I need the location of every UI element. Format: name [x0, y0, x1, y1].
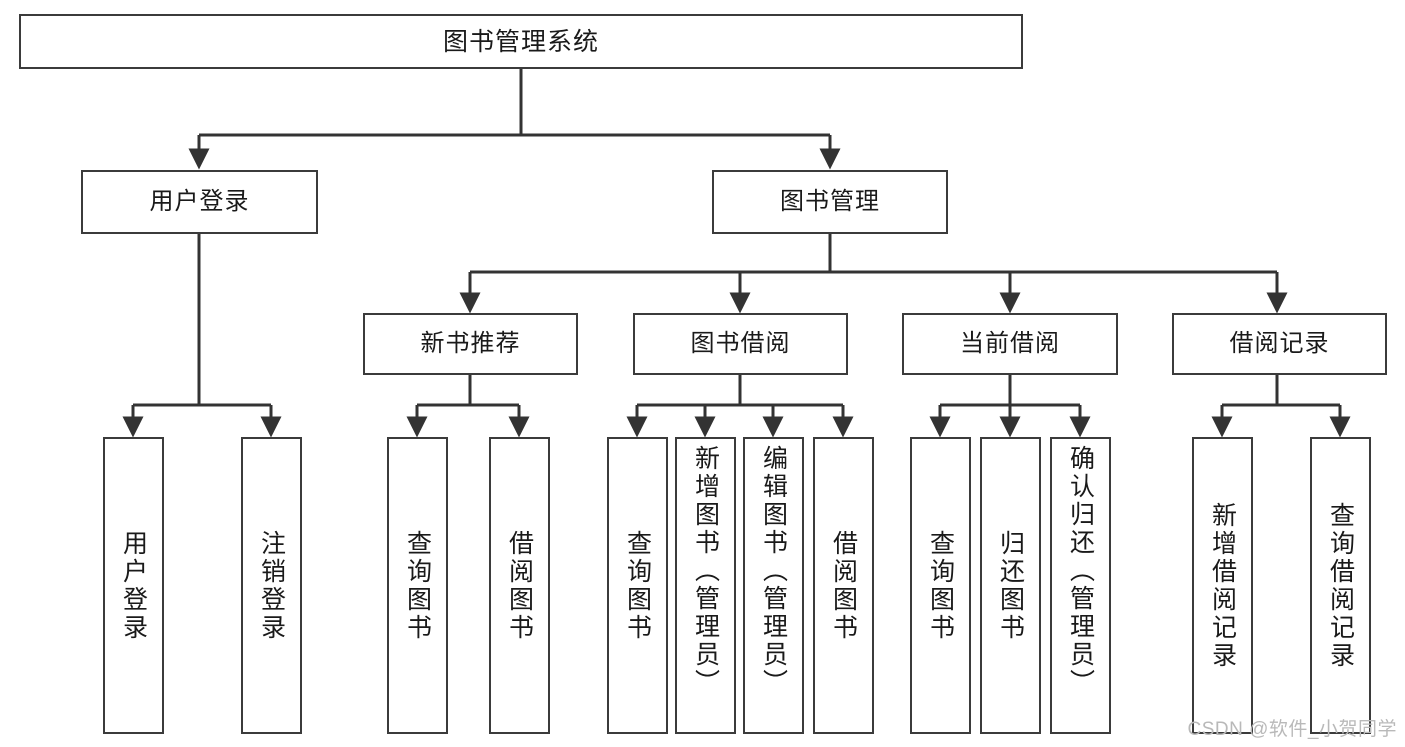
leaf-current-borrow-confirm[interactable]: 确认归还（管理员）: [1050, 437, 1111, 734]
leaf-new-book-borrow[interactable]: 借阅图书: [489, 437, 550, 734]
leaf-label: 借阅图书: [829, 529, 858, 642]
leaf-label: 查询图书: [623, 529, 652, 642]
leaf-label: 新增借阅记录: [1208, 501, 1237, 670]
leaf-user-login-logout[interactable]: 注销登录: [241, 437, 302, 734]
node-user-login[interactable]: 用户登录: [81, 170, 318, 234]
leaf-book-borrow-edit[interactable]: 编辑图书（管理员）: [743, 437, 804, 734]
leaf-label: 用户登录: [119, 529, 148, 642]
leaf-label: 编辑图书（管理员）: [759, 445, 788, 697]
leaf-current-borrow-query[interactable]: 查询图书: [910, 437, 971, 734]
watermark-text: CSDN @软件_小贺同学: [1187, 719, 1397, 740]
leaf-book-borrow-query[interactable]: 查询图书: [607, 437, 668, 734]
leaf-current-borrow-return[interactable]: 归还图书: [980, 437, 1041, 734]
leaf-label: 新增图书（管理员）: [691, 445, 720, 697]
leaf-borrow-record-add[interactable]: 新增借阅记录: [1192, 437, 1253, 734]
leaf-borrow-record-query[interactable]: 查询借阅记录: [1310, 437, 1371, 734]
leaf-label: 借阅图书: [505, 529, 534, 642]
node-new-book-recommend[interactable]: 新书推荐: [363, 313, 578, 375]
leaf-label: 查询图书: [403, 529, 432, 642]
leaf-new-book-query[interactable]: 查询图书: [387, 437, 448, 734]
leaf-label: 归还图书: [996, 529, 1025, 642]
leaf-label: 确认归还（管理员）: [1066, 445, 1095, 697]
leaf-label: 注销登录: [257, 529, 286, 642]
node-current-borrow[interactable]: 当前借阅: [902, 313, 1118, 375]
node-root-system[interactable]: 图书管理系统: [19, 14, 1023, 69]
leaf-label: 查询图书: [926, 529, 955, 642]
node-book-borrow[interactable]: 图书借阅: [633, 313, 848, 375]
node-book-management[interactable]: 图书管理: [712, 170, 948, 234]
leaf-user-login-login[interactable]: 用户登录: [103, 437, 164, 734]
node-borrow-record[interactable]: 借阅记录: [1172, 313, 1387, 375]
leaf-book-borrow-borrow[interactable]: 借阅图书: [813, 437, 874, 734]
leaf-label: 查询借阅记录: [1326, 501, 1355, 670]
leaf-book-borrow-add[interactable]: 新增图书（管理员）: [675, 437, 736, 734]
